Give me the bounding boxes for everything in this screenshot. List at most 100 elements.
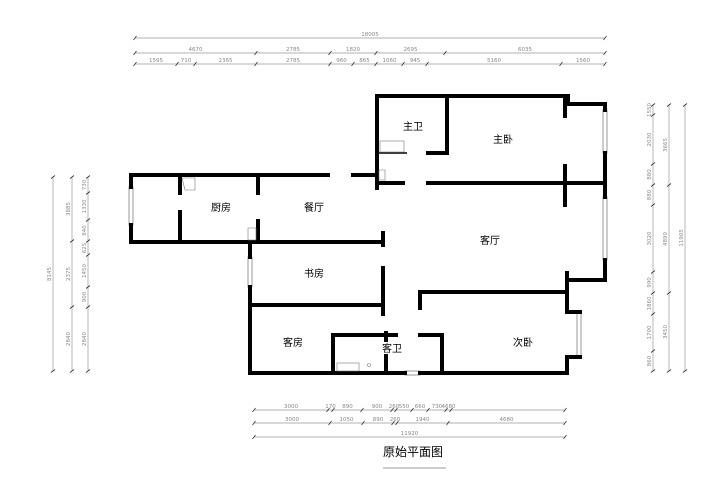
room-label-guest-room: 客房 bbox=[283, 336, 303, 349]
dimension-label: 1595 bbox=[149, 58, 163, 64]
dimension-label: 260 bbox=[390, 417, 401, 423]
dimension-label: 4680 bbox=[500, 417, 514, 423]
dimension-label: 1060 bbox=[383, 58, 397, 64]
dimension-tick bbox=[443, 50, 447, 56]
room-label-kitchen: 厨房 bbox=[211, 201, 231, 214]
door-swing-icon bbox=[247, 227, 257, 241]
dimension-label: 3665 bbox=[663, 138, 669, 152]
dimension-tick bbox=[85, 218, 91, 222]
dimension-tick bbox=[328, 420, 332, 426]
dimension-label: 1560 bbox=[576, 58, 590, 64]
window bbox=[602, 196, 608, 261]
dimension-tick bbox=[85, 253, 91, 257]
window bbox=[404, 370, 421, 376]
dimension-label: 860 bbox=[647, 355, 653, 366]
dimension-label: 880 bbox=[647, 169, 653, 180]
dimension-tick bbox=[254, 61, 258, 67]
dimension-tick bbox=[351, 61, 355, 67]
dimension-tick bbox=[426, 407, 430, 413]
dimension-label: 2840 bbox=[66, 332, 72, 346]
dimension-tick bbox=[650, 349, 656, 353]
dimension-label: 1820 bbox=[346, 47, 360, 53]
dimension-label: 6035 bbox=[518, 47, 532, 53]
dimension-tick bbox=[666, 103, 672, 107]
dimension-tick bbox=[666, 291, 672, 295]
room-label-master-bath: 主卫 bbox=[403, 121, 423, 133]
dimension-tick bbox=[394, 407, 398, 413]
dimension-label: 945 bbox=[410, 58, 421, 64]
dimension-tick bbox=[559, 61, 563, 67]
dimension-tick bbox=[650, 270, 656, 274]
dimension-tick bbox=[395, 420, 399, 426]
dimension-tick bbox=[69, 369, 75, 373]
dimension-tick bbox=[444, 407, 448, 413]
dimension-tick bbox=[85, 191, 91, 195]
dimension-tick bbox=[650, 162, 656, 166]
room-label-study: 书房 bbox=[304, 267, 324, 280]
window bbox=[128, 186, 134, 226]
room-labels: 主卫 主卧 厨房 餐厅 客厅 书房 客房 客卫 次卧 bbox=[211, 121, 533, 355]
dimension-label: 5160 bbox=[487, 58, 501, 64]
fixtures bbox=[181, 140, 405, 372]
dimension-label: 3000 bbox=[284, 404, 298, 410]
dimension-label: 625 bbox=[82, 242, 88, 253]
room-label-dining: 餐厅 bbox=[304, 201, 324, 214]
dimension-label: 2840 bbox=[82, 332, 88, 346]
dimension-label: 2695 bbox=[404, 47, 418, 53]
dimension-tick bbox=[69, 239, 75, 243]
dimension-label: 710 bbox=[181, 58, 192, 64]
dimension-label: 880 bbox=[647, 189, 653, 200]
dimension-tick bbox=[374, 50, 378, 56]
room-label-second-bedroom: 次卧 bbox=[513, 336, 533, 349]
dimension-tick bbox=[331, 407, 335, 413]
dimension-label: 2785 bbox=[286, 58, 300, 64]
dimension-tick bbox=[133, 61, 137, 67]
dimension-label: 3885 bbox=[66, 202, 72, 216]
dimension-tick bbox=[449, 407, 453, 413]
dimension-label: 11905 bbox=[679, 229, 685, 247]
dimension-tick bbox=[50, 175, 56, 179]
dimension-tick bbox=[133, 35, 137, 41]
dimension-tick bbox=[85, 239, 91, 243]
dimension-label: 2375 bbox=[66, 267, 72, 281]
dimension-tick bbox=[175, 61, 179, 67]
dimension-label: 730 bbox=[82, 179, 88, 190]
dimension-label: 2365 bbox=[219, 58, 233, 64]
dimension-tick bbox=[410, 407, 414, 413]
dimension-label: 900 bbox=[82, 291, 88, 302]
dimension-tick bbox=[682, 369, 688, 373]
dimension-label: 18005 bbox=[361, 32, 379, 38]
dimension-tick bbox=[666, 183, 672, 187]
dimension-tick bbox=[193, 61, 197, 67]
dimension-tick bbox=[133, 50, 137, 56]
dimension-label: 2785 bbox=[286, 47, 300, 53]
dimension-tick bbox=[326, 407, 330, 413]
dimension-tick bbox=[85, 175, 91, 179]
dimension-tick bbox=[650, 113, 656, 117]
drawing-title: 原始平面图 bbox=[383, 445, 443, 459]
dimension-label: 1330 bbox=[82, 199, 88, 213]
dimension-tick bbox=[650, 203, 656, 207]
dimension-tick bbox=[390, 407, 394, 413]
dimension-label: 4890 bbox=[663, 232, 669, 246]
dimension-tick bbox=[666, 369, 672, 373]
dimension-label: 1450 bbox=[82, 264, 88, 278]
dimension-tick bbox=[563, 407, 567, 413]
door-swing-icon bbox=[378, 169, 386, 181]
dimension-label: 1860 bbox=[647, 296, 653, 310]
dimension-label: 890 bbox=[373, 417, 384, 423]
dimension-label: 990 bbox=[647, 277, 653, 288]
dimension-tick bbox=[682, 103, 688, 107]
dimension-label: 1550 bbox=[647, 103, 653, 117]
dimension-label: 730 bbox=[432, 404, 443, 410]
dimension-tick bbox=[360, 407, 364, 413]
dimension-tick bbox=[401, 61, 405, 67]
dimension-tick bbox=[650, 312, 656, 316]
floor-drain-icon bbox=[367, 363, 371, 367]
window bbox=[247, 256, 253, 288]
dimension-tick bbox=[361, 420, 365, 426]
dimension-tick bbox=[603, 50, 607, 56]
dimension-label: 865 bbox=[359, 58, 370, 64]
